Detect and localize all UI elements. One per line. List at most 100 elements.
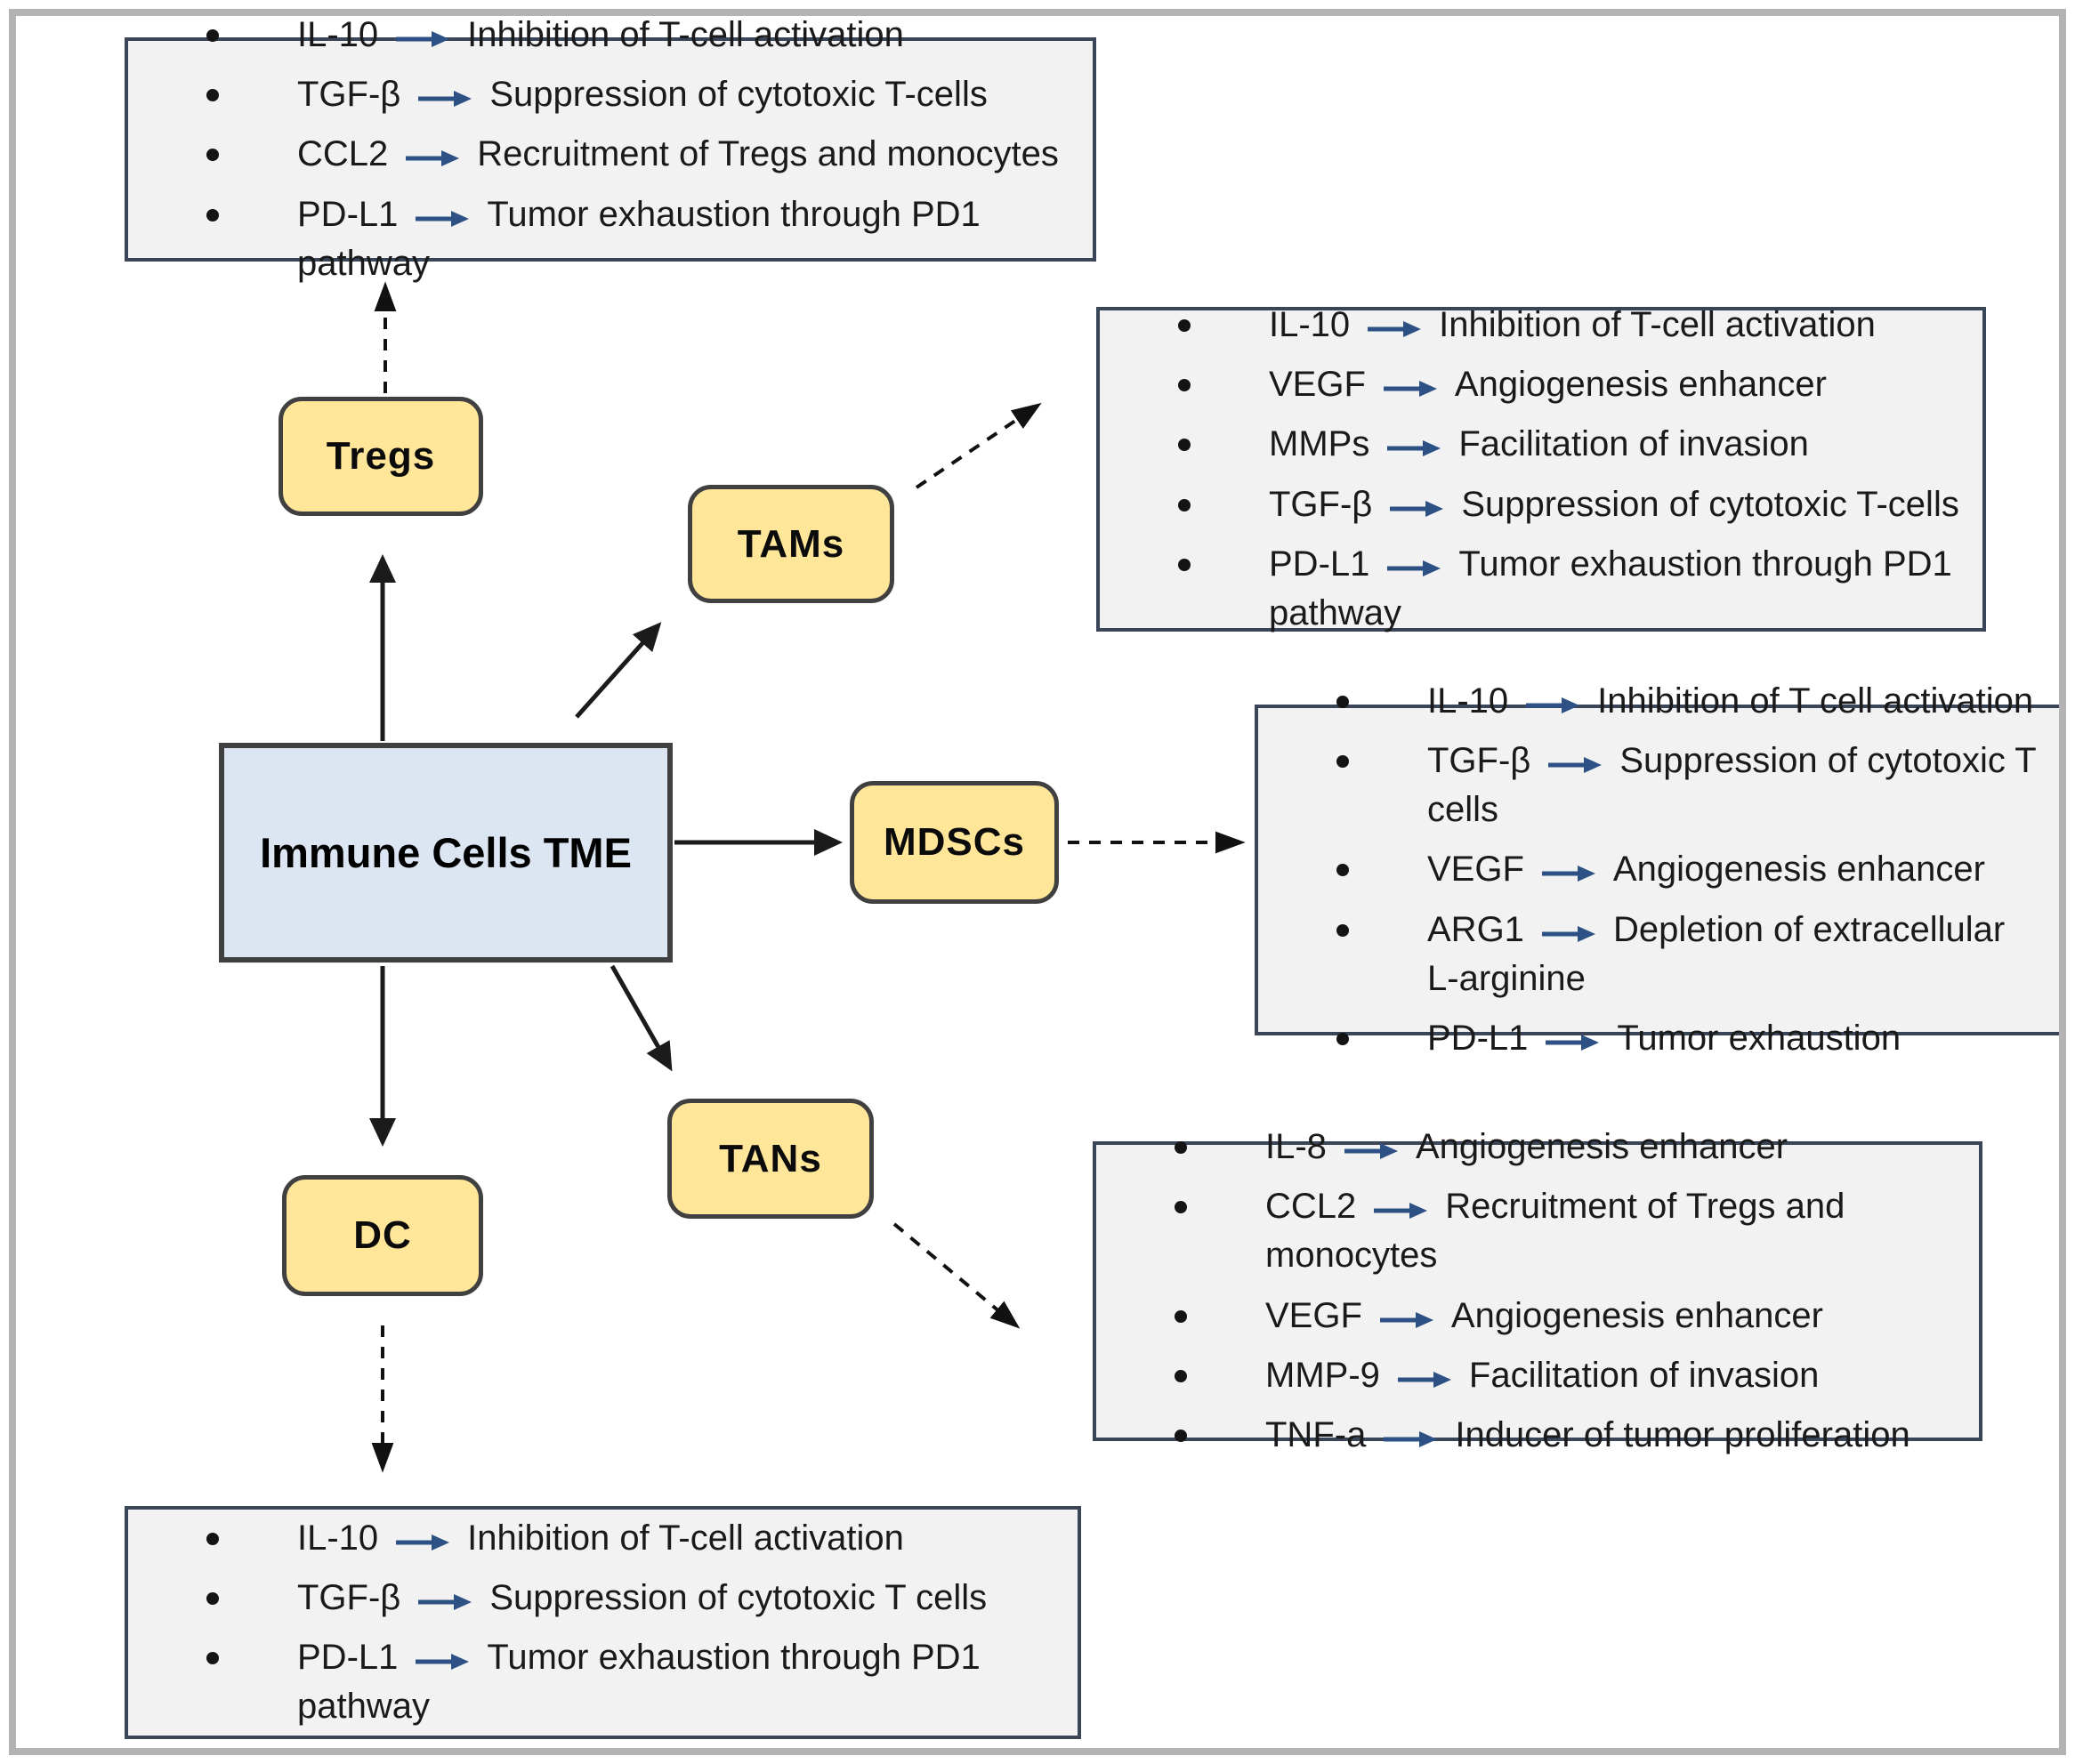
arrow-right-icon bbox=[418, 1593, 472, 1610]
bullet-column bbox=[128, 1514, 297, 1545]
bullet-column bbox=[1096, 1411, 1265, 1442]
arrow-right-icon bbox=[1344, 1142, 1398, 1159]
effect-label: Inducer of tumor proliferation bbox=[1455, 1414, 1910, 1454]
arrow-right-icon bbox=[1387, 560, 1441, 576]
connector-tams-panel bbox=[915, 402, 1042, 489]
node-tans: TANs bbox=[667, 1099, 874, 1219]
bullet-column bbox=[1100, 480, 1269, 511]
factor-label: PD-L1 bbox=[297, 1638, 399, 1677]
bullet-icon bbox=[1336, 1032, 1349, 1045]
effect-label: Suppression of cytotoxic T-cells bbox=[1461, 484, 1959, 524]
bullet-icon bbox=[206, 1532, 219, 1545]
list-item: TGF-β Suppression of cytotoxic T-cells bbox=[128, 70, 1093, 119]
bullet-column bbox=[1258, 677, 1427, 708]
bullet-column bbox=[1258, 1014, 1427, 1045]
node-tams: TAMs bbox=[688, 485, 894, 603]
bullet-icon bbox=[1178, 318, 1191, 332]
effect-label: Inhibition of T cell activation bbox=[1597, 681, 2034, 721]
bullet-icon bbox=[1178, 439, 1191, 452]
effect-label: Tumor exhaustion bbox=[1617, 1018, 1901, 1058]
bullet-column bbox=[128, 190, 297, 222]
bullet-icon bbox=[206, 29, 219, 43]
item-content: VEGF Angiogenesis enhancer bbox=[1269, 360, 1982, 409]
effect-label: Tumor exhaustion through PD1 pathway bbox=[297, 194, 981, 283]
bullet-column bbox=[1100, 301, 1269, 332]
effect-label: Facilitation of invasion bbox=[1458, 424, 1809, 464]
bullet-icon bbox=[206, 1652, 219, 1664]
effect-label: Angiogenesis enhancer bbox=[1450, 1295, 1823, 1335]
factor-label: VEGF bbox=[1269, 365, 1366, 405]
effect-label: Angiogenesis enhancer bbox=[1454, 365, 1827, 405]
bullet-icon bbox=[1336, 864, 1349, 877]
arrow-right-icon bbox=[1541, 866, 1595, 882]
arrow-right-icon bbox=[416, 210, 470, 227]
bullet-column bbox=[1096, 1123, 1265, 1154]
arrow-right-icon bbox=[1390, 500, 1444, 517]
item-content: TGF-β Suppression of cytotoxic T-cells bbox=[297, 70, 1093, 119]
bullet-icon bbox=[206, 89, 219, 102]
factor-label: CCL2 bbox=[1265, 1187, 1357, 1227]
arrow-right-icon bbox=[416, 1654, 470, 1670]
bullet-column bbox=[128, 1633, 297, 1664]
factor-label: MMPs bbox=[1269, 424, 1370, 464]
list-item: TGF-β Suppression of cytotoxic T-cells bbox=[1100, 480, 1982, 529]
effect-label: Inhibition of T-cell activation bbox=[467, 15, 904, 55]
arrow-right-icon bbox=[406, 150, 460, 167]
node-tregs: Tregs bbox=[279, 397, 483, 516]
arrow-right-icon bbox=[1374, 1203, 1428, 1220]
bullet-column bbox=[1100, 540, 1269, 571]
bullet-icon bbox=[206, 149, 219, 162]
arrow-right-icon bbox=[1397, 1371, 1451, 1388]
bullet-column bbox=[1096, 1292, 1265, 1323]
bullet-icon bbox=[206, 1591, 219, 1605]
bullet-icon bbox=[1178, 498, 1191, 511]
effect-label: Angiogenesis enhancer bbox=[1612, 850, 1985, 890]
list-item: IL-10 Inhibition of T cell activation bbox=[1258, 677, 2063, 726]
effect-label: Angiogenesis enhancer bbox=[1415, 1126, 1788, 1166]
bullet-column bbox=[1100, 360, 1269, 392]
effect-label: Suppression of cytotoxic T-cells bbox=[489, 75, 988, 115]
factor-label: TGF-β bbox=[1269, 484, 1373, 524]
node-dc: DC bbox=[282, 1175, 483, 1296]
arrow-right-icon bbox=[1383, 381, 1437, 398]
bullet-icon bbox=[1336, 755, 1349, 769]
effect-label: Inhibition of T-cell activation bbox=[467, 1518, 904, 1558]
bullet-icon bbox=[1175, 1201, 1187, 1214]
factor-label: TGF-β bbox=[297, 75, 401, 115]
factor-label: IL-10 bbox=[1427, 681, 1509, 721]
arrow-right-icon bbox=[1379, 1311, 1433, 1328]
factor-label: VEGF bbox=[1265, 1295, 1362, 1335]
item-content: MMPs Facilitation of invasion bbox=[1269, 420, 1982, 469]
factor-label: ARG1 bbox=[1427, 909, 1524, 949]
bullet-icon bbox=[1175, 1309, 1187, 1323]
factor-label: TGF-β bbox=[1427, 741, 1531, 781]
arrow-right-icon bbox=[396, 31, 450, 48]
arrow-right-icon bbox=[1548, 757, 1603, 774]
factor-label: PD-L1 bbox=[297, 194, 399, 234]
bullet-column bbox=[1096, 1351, 1265, 1382]
list-item: MMPs Facilitation of invasion bbox=[1100, 420, 1982, 469]
effect-label: Depletion of extracellular L-arginine bbox=[1427, 909, 2006, 998]
